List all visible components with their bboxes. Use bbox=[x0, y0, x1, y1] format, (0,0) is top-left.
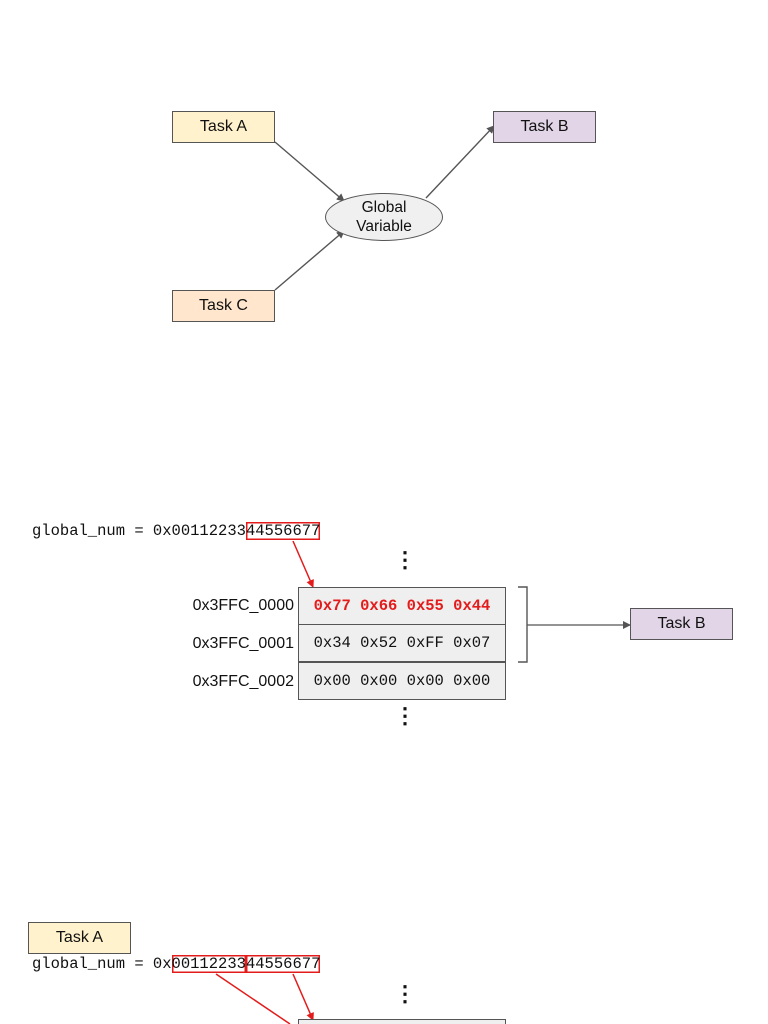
task-a-box: Task A bbox=[172, 111, 275, 143]
edge-code-to-memory bbox=[292, 540, 314, 588]
memory-cell-partial-3 bbox=[298, 1019, 506, 1024]
edge-task-a-to-global bbox=[274, 141, 345, 202]
memory-address-1: 0x3FFC_0001 bbox=[192, 635, 294, 652]
memory-bracket bbox=[518, 586, 528, 663]
task-b-box: Task B bbox=[493, 111, 596, 143]
task-b-label-2: Task B bbox=[657, 615, 706, 632]
memory-bytes-1: 0x34 0x52 0xFF 0x07 bbox=[313, 634, 491, 652]
ellipsis-top: ⋮ bbox=[394, 547, 416, 572]
ellipsis-bottom: ⋮ bbox=[394, 703, 416, 728]
memory-cell-1: 0x34 0x52 0xFF 0x07 bbox=[298, 624, 506, 662]
edge-upper-word-arrow bbox=[215, 973, 291, 1024]
global-num-code-line: global_num = 0x0011223344556677 bbox=[32, 522, 320, 540]
task-a-label-3: Task A bbox=[55, 929, 104, 946]
memory-bytes-2: 0x00 0x00 0x00 0x00 bbox=[313, 672, 491, 690]
ellipsis-top-3: ⋮ bbox=[394, 981, 416, 1006]
task-b-label: Task B bbox=[520, 118, 569, 135]
global-variable-line1: Global bbox=[361, 199, 407, 216]
code-highlight-lower-word-3: 44556677 bbox=[245, 955, 321, 973]
global-variable-ellipse: Global Variable bbox=[325, 193, 443, 241]
task-c-label: Task C bbox=[199, 297, 248, 314]
edge-global-to-task-b bbox=[425, 125, 495, 199]
global-num-code-line-3: global_num = 0x0011223344556677 bbox=[32, 955, 320, 973]
memory-address-0: 0x3FFC_0000 bbox=[192, 597, 294, 614]
memory-address-2: 0x3FFC_0002 bbox=[192, 673, 294, 690]
edge-lower-word-arrow bbox=[292, 973, 314, 1021]
memory-cell-2: 0x00 0x00 0x00 0x00 bbox=[298, 662, 506, 700]
code-highlight-lower-word: 44556677 bbox=[245, 522, 321, 540]
memory-cell-0: 0x77 0x66 0x55 0x44 bbox=[298, 587, 506, 625]
task-b-box-2: Task B bbox=[630, 608, 733, 640]
task-c-box: Task C bbox=[172, 290, 275, 322]
task-a-label: Task A bbox=[199, 118, 248, 135]
task-a-box-3: Task A bbox=[28, 922, 131, 954]
code-prefix-3: global_num = 0x bbox=[32, 955, 172, 973]
code-prefix: global_num = 0x00112233 bbox=[32, 522, 246, 540]
global-variable-line2: Variable bbox=[356, 218, 412, 235]
edge-task-c-to-global bbox=[274, 230, 345, 291]
code-highlight-upper-word-3: 00112233 bbox=[171, 955, 246, 973]
memory-bytes-0: 0x77 0x66 0x55 0x44 bbox=[313, 597, 491, 615]
